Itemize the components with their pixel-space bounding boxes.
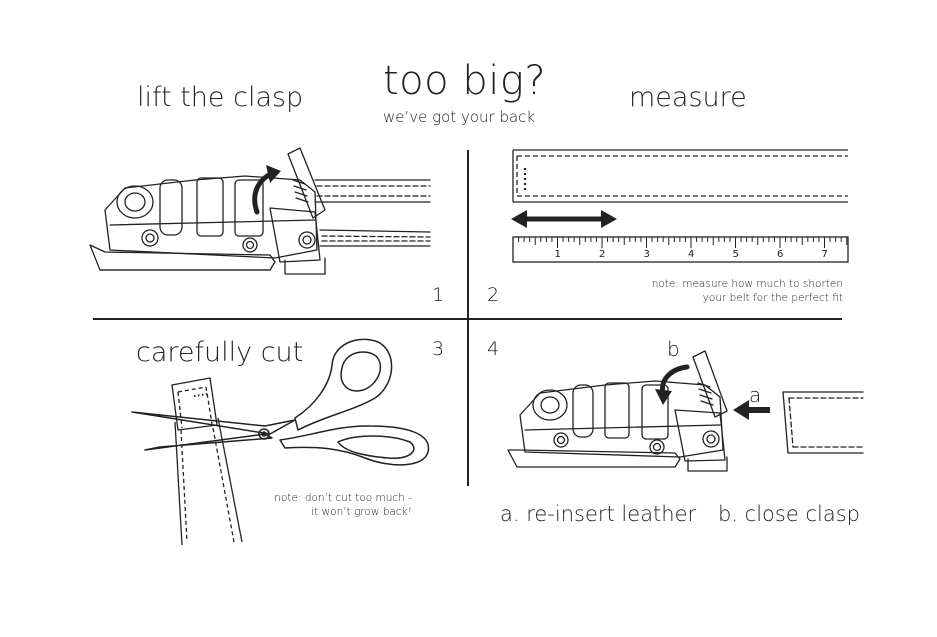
scissors-icon <box>131 338 430 466</box>
curved-arrow-icon <box>655 364 690 405</box>
double-arrow-icon <box>511 210 617 228</box>
page-title: too big? <box>383 58 547 104</box>
step-1-number: 1 <box>432 284 445 306</box>
arrow-label-a: a <box>749 383 762 407</box>
ruler-label: 6 <box>777 249 783 260</box>
buckle-clasp-open-icon <box>89 147 431 275</box>
horizontal-divider <box>93 318 842 320</box>
ruler-label: 5 <box>733 249 739 260</box>
step-3-number: 3 <box>432 338 445 360</box>
step-4-caption-a: a. re-insert leather <box>500 502 697 526</box>
measure-illustration: 1 2 3 4 5 6 7 <box>511 149 849 263</box>
step-2-heading: measure <box>629 82 747 113</box>
reinsert-illustration <box>507 350 864 472</box>
page-subtitle: we’ve got your back <box>383 108 536 126</box>
ruler-icon: 1 2 3 4 5 6 7 <box>512 236 849 263</box>
step-4-caption-b: b. close clasp <box>718 502 860 526</box>
ruler-label: 4 <box>688 249 694 260</box>
step-3-note: note: don’t cut too much - it won’t grow… <box>274 491 412 519</box>
straight-arrow-icon <box>733 400 770 420</box>
step-1-heading: lift the clasp <box>137 82 304 113</box>
cut-illustration <box>131 338 430 546</box>
step-3-note-line-1: note: don’t cut too much - <box>274 492 412 504</box>
step-2-note: note: measure how much to shorten your b… <box>652 277 843 305</box>
curved-arrow-icon <box>252 165 281 215</box>
step-2-note-line-2: your belt for the perfect fit <box>702 292 843 304</box>
step-3-note-line-2: it won’t grow back! <box>311 506 412 518</box>
step-2-number: 2 <box>487 284 500 306</box>
ruler-label: 2 <box>599 249 605 260</box>
step-3-heading: carefully cut <box>136 337 304 368</box>
ruler-label: 7 <box>822 249 828 260</box>
arrow-label-b: b <box>667 337 680 361</box>
ruler-label: 3 <box>644 249 650 260</box>
step-2-note-line-1: note: measure how much to shorten <box>651 278 843 290</box>
ruler-label: 1 <box>555 249 561 260</box>
step-4-number: 4 <box>487 338 500 360</box>
